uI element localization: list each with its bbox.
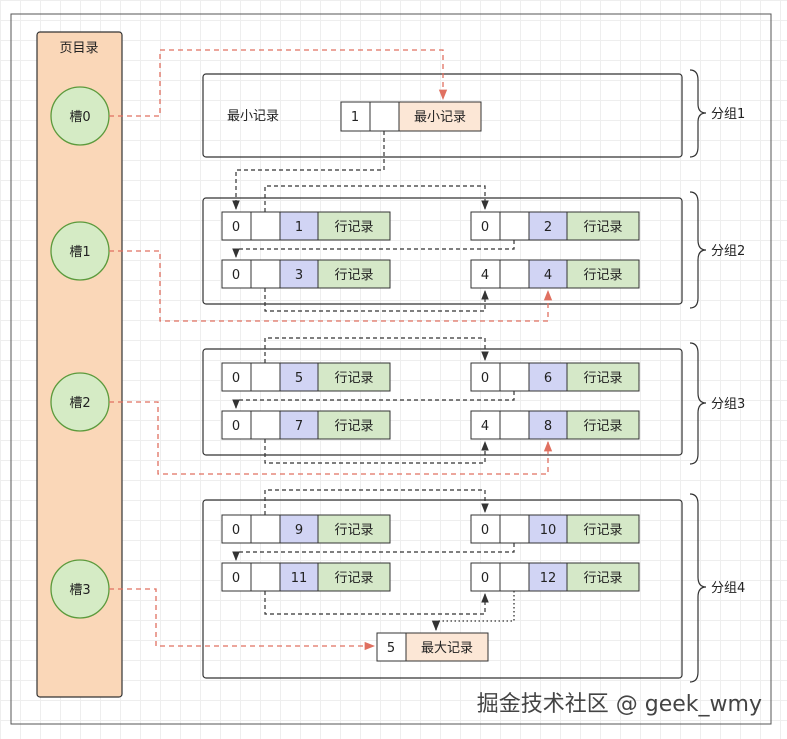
slot-0-pointer (109, 49, 448, 117)
link-2-to-3 (232, 240, 515, 258)
link-3-to-4 (264, 288, 489, 312)
group-1-brace (689, 69, 707, 158)
slot-3-label: 槽3 (69, 583, 90, 598)
record-6-id: 6 (544, 371, 552, 386)
slot-2-pointer (109, 401, 553, 475)
infimum-name: 最小记录 (414, 110, 466, 125)
record-12: 0 12 行记录 (470, 562, 640, 592)
infimum-caption: 最小记录 (227, 109, 279, 124)
record-8-n-owned: 4 (481, 419, 489, 434)
link-11-to-12 (264, 591, 489, 615)
record-10: 0 10 行记录 (470, 514, 640, 544)
outer-frame (10, 13, 772, 725)
record-9-id: 9 (295, 523, 303, 538)
slot-1-pointer (109, 250, 553, 322)
record-6-n-owned: 0 (481, 371, 489, 386)
slot-2-label: 槽2 (69, 396, 90, 411)
link-6-to-7 (232, 391, 515, 409)
record-2-n-owned: 0 (481, 220, 489, 235)
record-7: 0 7 行记录 (221, 410, 391, 440)
group-3-brace (689, 342, 707, 465)
page-directory-panel (36, 31, 123, 698)
record-5-label: 行记录 (334, 371, 373, 386)
supremum-name: 最大记录 (421, 641, 473, 656)
record-9-label: 行记录 (334, 523, 373, 538)
record-1-label: 行记录 (334, 220, 373, 235)
record-7-label: 行记录 (334, 419, 373, 434)
supremum-n-owned: 5 (387, 641, 395, 656)
link-infimum-to-1 (232, 131, 385, 210)
link-4-to-5 (264, 337, 489, 363)
record-11: 0 11 行记录 (221, 562, 391, 592)
supremum-record: 5 最大记录 (376, 632, 489, 662)
group-3-label: 分组3 (711, 397, 745, 412)
record-12-id: 12 (540, 571, 557, 586)
group-2-box (202, 197, 683, 305)
record-9: 0 9 行记录 (221, 514, 391, 544)
slot-1-label: 槽1 (69, 245, 90, 260)
slot-3: 槽3 (50, 559, 110, 619)
record-9-n-owned: 0 (232, 523, 240, 538)
group-4-label: 分组4 (711, 581, 745, 596)
watermark-text: 掘金技术社区 @ geek_wmy (477, 692, 762, 717)
record-10-n-owned: 0 (481, 523, 489, 538)
infimum-record: 1 最小记录 (340, 101, 482, 132)
slot-1: 槽1 (50, 221, 110, 281)
link-1-to-2 (264, 185, 489, 212)
record-6: 0 6 行记录 (470, 362, 640, 392)
record-8-label: 行记录 (583, 419, 622, 434)
record-8: 4 8 行记录 (470, 410, 640, 440)
group-1-label: 分组1 (711, 107, 745, 122)
record-3-n-owned: 0 (232, 268, 240, 283)
record-5: 0 5 行记录 (221, 362, 391, 392)
record-3: 0 3 行记录 (221, 259, 391, 289)
record-4-label: 行记录 (583, 268, 622, 283)
infimum-n-owned: 1 (351, 110, 359, 125)
record-12-label: 行记录 (583, 571, 622, 586)
group-3-box (202, 348, 683, 456)
record-12-n-owned: 0 (481, 571, 489, 586)
record-5-n-owned: 0 (232, 371, 240, 386)
record-1-id: 1 (295, 220, 303, 235)
link-7-to-8 (264, 439, 489, 464)
record-2: 0 2 行记录 (470, 211, 640, 241)
link-12-to-supremum (431, 591, 515, 632)
slot-3-pointer (109, 588, 376, 651)
record-3-id: 3 (295, 268, 303, 283)
record-4-id: 4 (544, 268, 552, 283)
record-1-n-owned: 0 (232, 220, 240, 235)
record-2-label: 行记录 (583, 220, 622, 235)
record-11-id: 11 (291, 571, 308, 586)
slot-2: 槽2 (50, 372, 110, 432)
record-3-label: 行记录 (334, 268, 373, 283)
record-11-n-owned: 0 (232, 571, 240, 586)
record-8-id: 8 (544, 419, 552, 434)
group-4-brace (689, 493, 707, 683)
link-10-to-11 (232, 543, 515, 561)
record-5-id: 5 (295, 371, 303, 386)
record-4-n-owned: 4 (481, 268, 489, 283)
group-4-box (202, 499, 683, 679)
link-8-to-9 (264, 489, 489, 515)
record-10-id: 10 (540, 523, 557, 538)
record-2-id: 2 (544, 220, 552, 235)
record-6-label: 行记录 (583, 371, 622, 386)
record-11-label: 行记录 (334, 571, 373, 586)
slot-0: 槽0 (50, 86, 110, 146)
record-7-n-owned: 0 (232, 419, 240, 434)
page-directory-title: 页目录 (59, 41, 98, 56)
group-2-label: 分组2 (711, 244, 745, 259)
record-1: 0 1 行记录 (221, 211, 391, 241)
record-7-id: 7 (295, 419, 303, 434)
record-4: 4 4 行记录 (470, 259, 640, 289)
slot-0-label: 槽0 (69, 110, 90, 125)
record-10-label: 行记录 (583, 523, 622, 538)
group-2-brace (689, 191, 707, 309)
